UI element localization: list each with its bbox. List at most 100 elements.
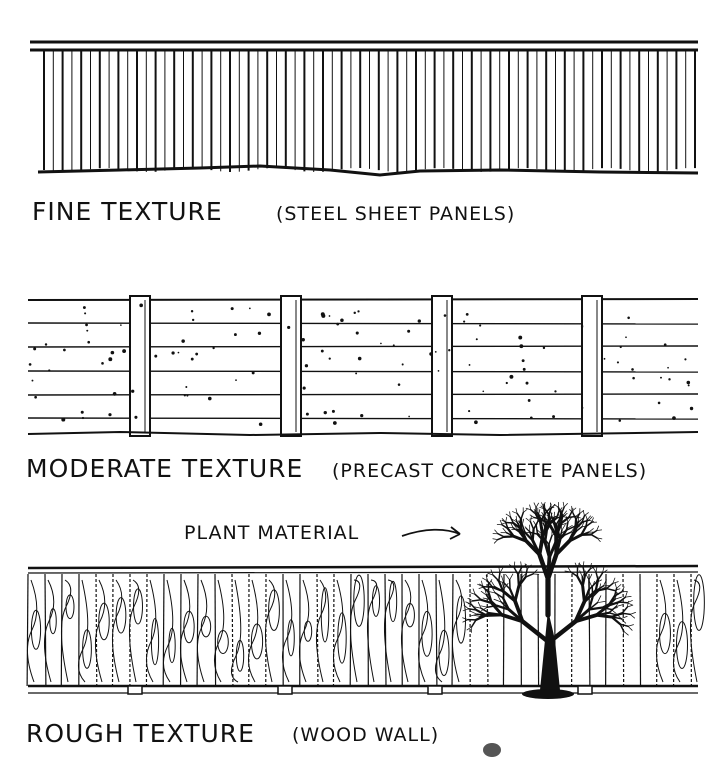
board-edge [95,573,98,687]
speck [207,396,212,401]
tree-branch [537,512,542,520]
speck [357,356,362,361]
tree-branch [627,625,633,631]
tree-branch [577,519,582,525]
speck [28,363,32,366]
speck [684,358,687,361]
tree-branch [508,587,517,603]
speck [33,347,37,351]
tree-branch [580,525,588,537]
speck [632,376,635,380]
tree-branch [501,581,505,590]
tree-branch [516,573,520,588]
grain-knot [353,574,365,627]
tree-branch [549,619,578,643]
grain-line [264,579,276,683]
grain-line [60,579,72,683]
tree-branch [516,512,522,520]
speck [360,413,364,418]
tree-branch [622,631,625,638]
tree-branch [623,631,629,636]
tree-branch [602,567,605,574]
tree-branch [576,575,584,588]
tree-branch [613,587,618,597]
tree-branch [518,531,528,543]
tree-branch [484,588,487,596]
speck [672,416,676,420]
speck [63,348,66,352]
grain-knot [659,612,671,655]
tree-branch [517,566,523,576]
tree-branch [598,583,602,591]
tree-branch [618,596,627,603]
tree-branch [598,586,606,591]
tree-branch [596,537,603,540]
speck [397,383,401,386]
tree-branch [592,566,597,573]
tree-branch [505,574,511,581]
board-edge [537,573,540,687]
tree-branch [505,516,508,523]
speck [248,307,251,310]
tree-branch [565,516,569,523]
tree-branch [574,526,583,533]
grain-knot [250,623,264,660]
tree-branch [541,529,544,538]
tree-branch [494,529,499,535]
tree-branch [499,567,504,574]
tree-branch [574,562,578,569]
speck [479,324,482,327]
tree-branch [505,521,515,524]
speck [328,315,331,317]
tree-branch [503,582,509,590]
tree-branch [529,517,535,520]
tree-branch [595,579,602,584]
tree-branch [523,531,534,542]
grain-line [350,579,361,683]
board-edge [384,573,387,687]
tree-branch [581,584,586,604]
tree-branch [556,520,561,530]
grain-line [180,579,191,683]
speck [87,340,91,344]
tree-branch [521,524,526,534]
tree-branch [482,597,491,600]
tree-branch [581,521,585,528]
tree-branch [481,606,488,611]
tree-branch [471,619,477,628]
grain-line [333,579,344,683]
grain-knot [235,639,245,672]
tree-branch [582,510,585,516]
speck [687,384,690,387]
tree-branch [490,580,496,588]
grain-knot [98,602,110,641]
tree-branch [501,575,504,583]
tree-branch [470,603,478,611]
speck [603,357,606,360]
tree-branch [477,583,484,588]
tree-branch [530,509,537,516]
speck [328,357,331,360]
tree-branch [586,515,591,521]
tree-branch [619,623,629,628]
grain-knot [49,608,57,635]
speck [616,361,620,364]
speck [468,364,471,366]
tree-branch [558,527,560,536]
tree-branch [588,519,595,523]
board-edge [332,573,335,687]
speck [195,352,199,356]
tree-branch [566,525,573,529]
wood-grain [27,574,705,683]
speck [619,345,622,349]
speck [82,306,86,310]
tree-branch [474,593,482,601]
tree-branch [482,577,488,582]
tree-branch [480,590,487,596]
plant-material-label: PLANT MATERIAL [184,522,360,544]
tree-branch [588,601,599,611]
tree-branch [553,523,557,533]
grain-knot [320,587,330,643]
tree-branch [613,591,623,597]
speck [48,369,51,372]
